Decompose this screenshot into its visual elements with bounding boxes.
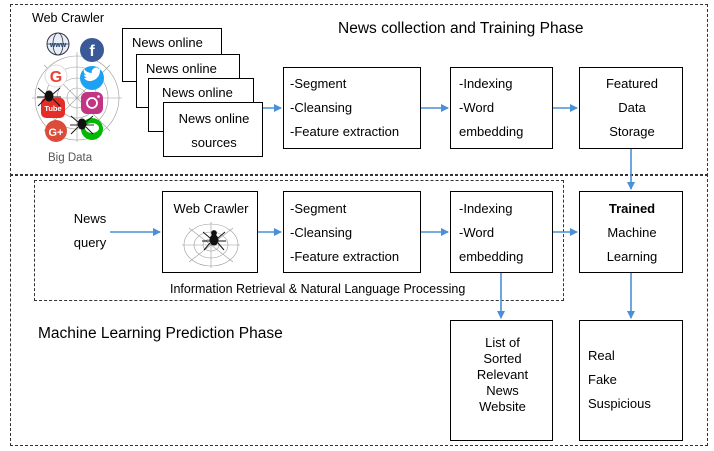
news-online-sources-card: News online sources xyxy=(163,102,263,157)
facebook-icon: f xyxy=(80,38,104,62)
instagram-icon xyxy=(81,92,103,114)
www-globe-icon: www xyxy=(46,32,70,56)
google-plus-icon: G+ xyxy=(45,120,67,142)
spider-icon xyxy=(70,115,94,135)
svg-text:www: www xyxy=(49,42,67,49)
big-data-sources-graphic: www f G Tube G+ xyxy=(32,32,122,142)
svg-text:Tube: Tube xyxy=(44,104,61,113)
spider-web-icon xyxy=(182,222,240,268)
training-indexing-box: -Indexing -Word embedding xyxy=(450,67,553,149)
trained-machine-learning-box: Trained Machine Learning xyxy=(579,191,683,273)
svg-text:G: G xyxy=(50,69,62,86)
news-query-label: query xyxy=(73,235,107,250)
classification-result-box: Real Fake Suspicious xyxy=(579,320,683,441)
prediction-indexing-box: -Indexing -Word embedding xyxy=(450,191,553,273)
spider-icon xyxy=(37,87,61,107)
prediction-phase-title: Machine Learning Prediction Phase xyxy=(38,325,283,342)
news-query-label: News xyxy=(73,211,107,226)
prediction-preprocess-box: -Segment -Cleansing -Feature extraction xyxy=(283,191,421,273)
training-phase-panel xyxy=(10,4,708,176)
featured-data-storage-box: Featured Data Storage xyxy=(579,67,683,149)
web-crawler-source-title: Web Crawler xyxy=(32,11,105,25)
google-icon: G xyxy=(44,64,68,88)
ir-nlp-panel xyxy=(34,180,564,301)
svg-text:G+: G+ xyxy=(49,127,64,139)
web-crawler-box: Web Crawler xyxy=(162,191,258,273)
training-phase-title: News collection and Training Phase xyxy=(338,20,584,37)
line-app-icon xyxy=(81,118,103,140)
big-data-caption: Big Data xyxy=(48,152,93,164)
prediction-phase-panel xyxy=(10,174,708,446)
twitter-icon xyxy=(80,66,104,90)
sorted-news-list-box: List of Sorted Relevant News Website xyxy=(450,320,553,441)
training-preprocess-box: -Segment -Cleansing -Feature extraction xyxy=(283,67,421,149)
svg-text:f: f xyxy=(89,43,95,60)
ir-nlp-label: Information Retrieval & Natural Language… xyxy=(170,282,466,296)
youtube-icon: Tube xyxy=(41,98,65,118)
